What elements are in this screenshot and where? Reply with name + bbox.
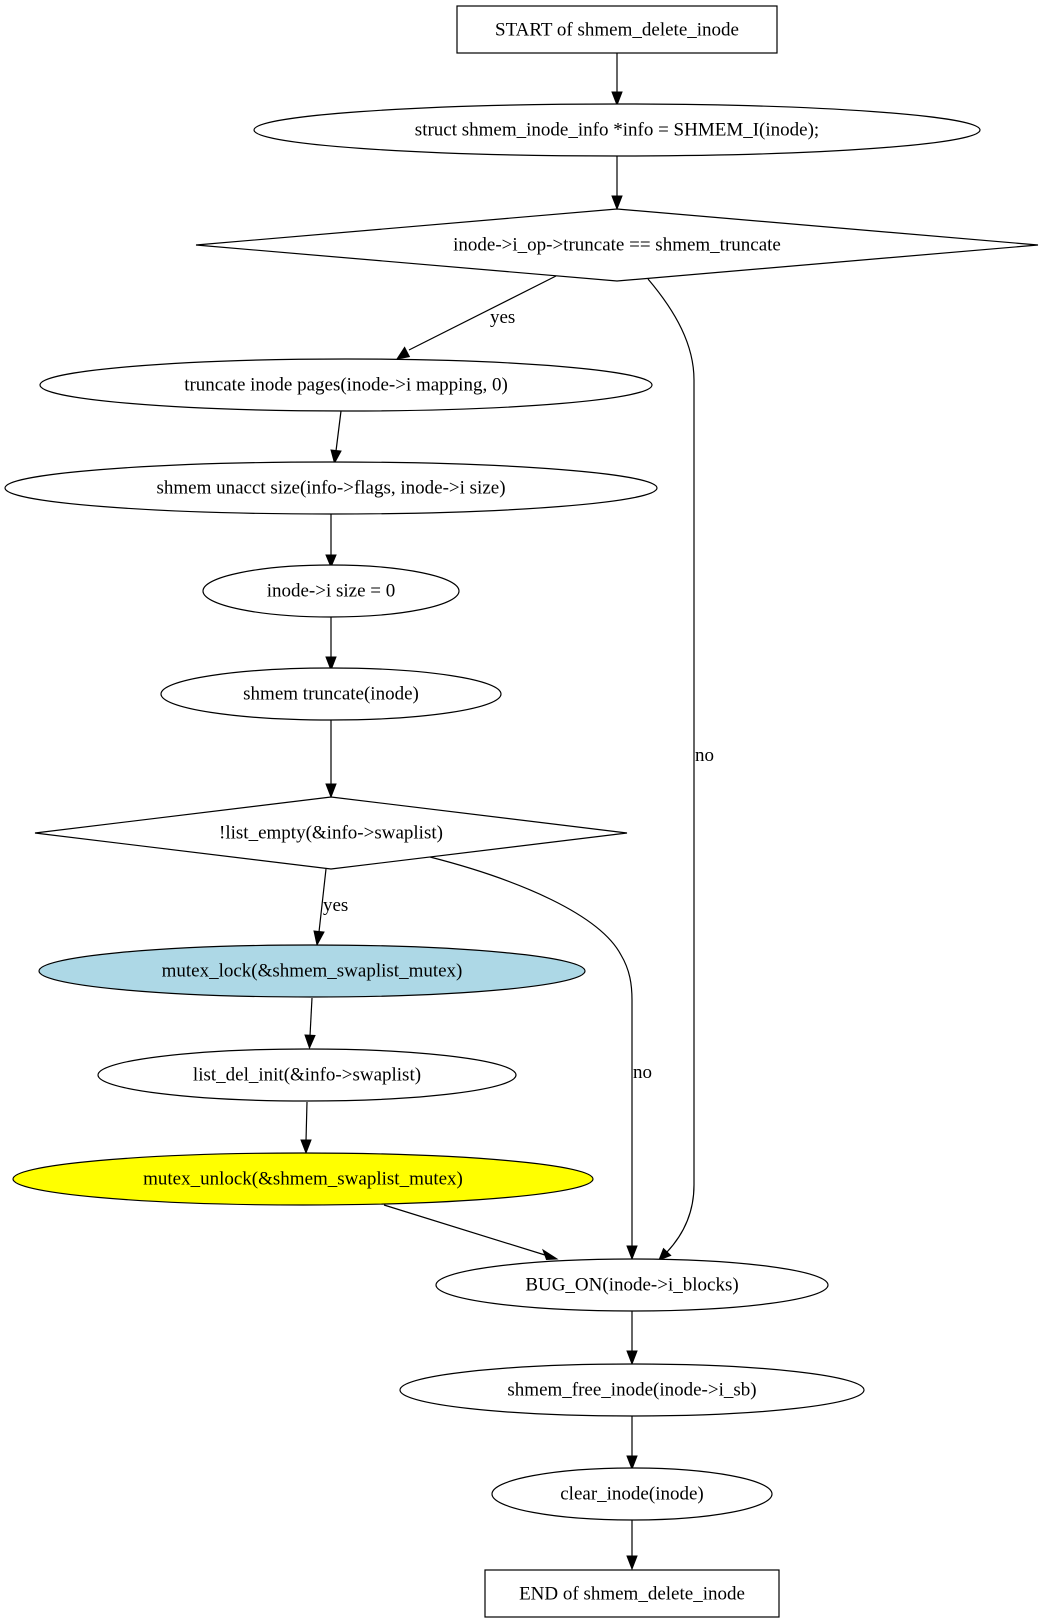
node-cond-swaplist: !list_empty(&info->swaplist) — [34, 796, 628, 870]
node-start: START of shmem_delete_inode — [456, 5, 778, 54]
node-shmem-truncate: shmem truncate(inode) — [160, 667, 502, 721]
mutex-unlock-ellipse — [12, 1152, 594, 1206]
isize-zero-ellipse — [202, 564, 460, 618]
node-isize-zero: inode->i size = 0 — [202, 564, 460, 618]
free-inode-label: shmem_free_inode(inode->i_sb) — [507, 1380, 756, 1401]
cond-swaplist-label: !list_empty(&info->swaplist) — [219, 823, 443, 844]
truncate-pages-ellipse — [39, 358, 653, 412]
unacct-label: shmem unacct size(info->flags, inode->i … — [156, 478, 505, 499]
node-free-inode: shmem_free_inode(inode->i_sb) — [399, 1363, 865, 1417]
node-truncate-pages: truncate inode pages(inode->i mapping, 0… — [39, 358, 653, 412]
start-label: START of shmem_delete_inode — [495, 20, 739, 41]
mutex-lock-label: mutex_lock(&shmem_swaplist_mutex) — [162, 961, 463, 982]
info-label: struct shmem_inode_info *info = SHMEM_I(… — [415, 120, 819, 141]
edge-isize-zero-to-shmem-truncate — [325, 617, 337, 672]
edge-shmem-truncate-to-cond-swaplist — [325, 720, 337, 799]
cond-truncate-diamond — [195, 208, 1039, 282]
shmem-truncate-ellipse — [160, 667, 502, 721]
edge-label-no: no — [633, 1062, 652, 1083]
node-cond-truncate: inode->i_op->truncate == shmem_truncate — [195, 208, 1039, 282]
clear-inode-ellipse — [491, 1467, 773, 1521]
list-del-label: list_del_init(&info->swaplist) — [193, 1065, 421, 1086]
edge-clear-inode-to-end — [626, 1520, 638, 1571]
shmem-truncate-label: shmem truncate(inode) — [243, 684, 419, 705]
edge-label-yes: yes — [323, 895, 348, 916]
node-list-del: list_del_init(&info->swaplist) — [97, 1048, 517, 1102]
isize-zero-label: inode->i size = 0 — [267, 581, 396, 602]
info-ellipse — [253, 103, 981, 157]
start-box — [456, 5, 778, 54]
edges: yes no y — [300, 53, 714, 1571]
edge-cond-swaplist-to-mutex-lock: yes — [313, 868, 348, 947]
cond-swaplist-diamond — [34, 796, 628, 870]
truncate-pages-label: truncate inode pages(inode->i mapping, 0… — [184, 375, 508, 396]
node-end: END of shmem_delete_inode — [484, 1569, 780, 1618]
edge-mutex-lock-to-list-del — [304, 997, 316, 1050]
node-info: struct shmem_inode_info *info = SHMEM_I(… — [253, 103, 981, 157]
end-box — [484, 1569, 780, 1618]
nodes: START of shmem_delete_inode struct shmem… — [4, 5, 1039, 1618]
node-bug-on: BUG_ON(inode->i_blocks) — [435, 1258, 829, 1312]
bug-on-ellipse — [435, 1258, 829, 1312]
edge-cond-swaplist-to-bug-on: no — [429, 856, 652, 1261]
edge-truncate-pages-to-unacct — [330, 410, 342, 465]
mutex-unlock-label: mutex_unlock(&shmem_swaplist_mutex) — [143, 1169, 463, 1190]
edge-free-inode-to-clear-inode — [626, 1416, 638, 1471]
node-unacct: shmem unacct size(info->flags, inode->i … — [4, 461, 658, 515]
node-clear-inode: clear_inode(inode) — [491, 1467, 773, 1521]
edge-cond-truncate-to-bug-on: no — [647, 278, 714, 1261]
edge-mutex-unlock-to-bug-on — [383, 1204, 559, 1261]
node-mutex-lock: mutex_lock(&shmem_swaplist_mutex) — [38, 944, 586, 998]
unacct-ellipse — [4, 461, 658, 515]
list-del-ellipse — [97, 1048, 517, 1102]
edge-list-del-to-mutex-unlock — [300, 1101, 312, 1155]
edge-info-to-cond-truncate — [611, 156, 623, 211]
edge-label-no: no — [695, 745, 714, 766]
end-label: END of shmem_delete_inode — [519, 1584, 745, 1605]
clear-inode-label: clear_inode(inode) — [560, 1484, 703, 1505]
edge-label-yes: yes — [490, 307, 515, 328]
mutex-lock-ellipse — [38, 944, 586, 998]
cond-truncate-label: inode->i_op->truncate == shmem_truncate — [453, 235, 781, 256]
free-inode-ellipse — [399, 1363, 865, 1417]
bug-on-label: BUG_ON(inode->i_blocks) — [525, 1275, 738, 1296]
node-mutex-unlock: mutex_unlock(&shmem_swaplist_mutex) — [12, 1152, 594, 1206]
edge-unacct-to-isize-zero — [325, 514, 337, 569]
edge-bug-on-to-free-inode — [626, 1311, 638, 1366]
edge-start-to-info — [611, 53, 623, 107]
edge-cond-truncate-to-truncate-pages: yes — [395, 275, 557, 360]
